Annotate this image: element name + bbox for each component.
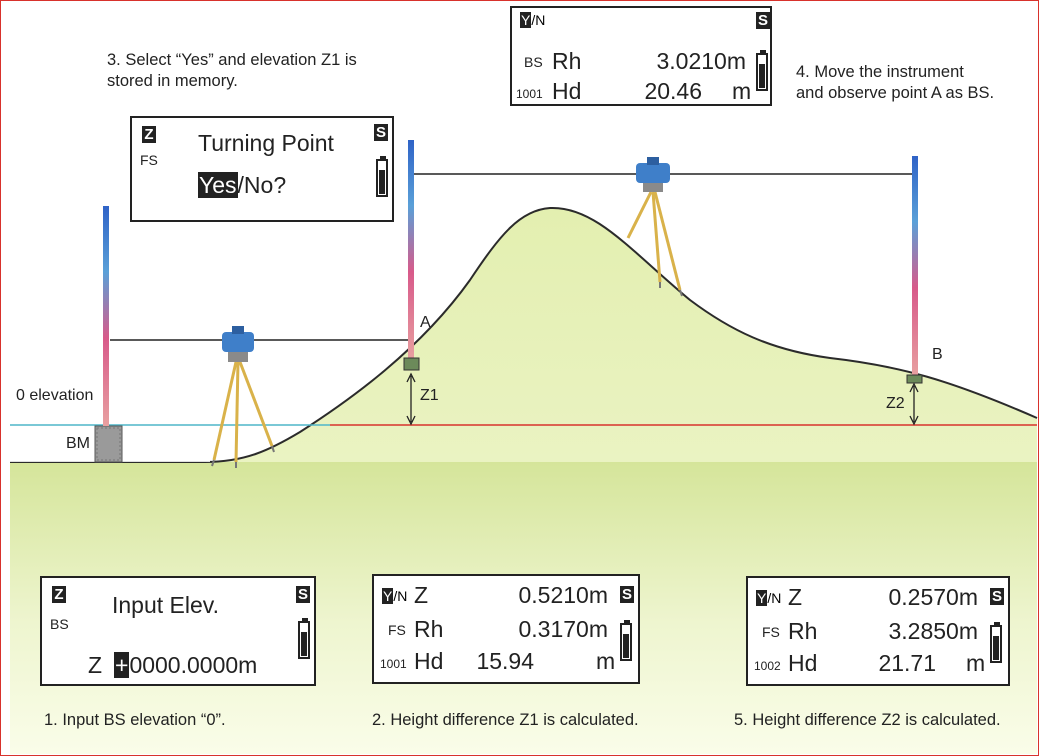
hd-label: Hd [414, 648, 444, 674]
z1-arrow-head-top [406, 372, 416, 383]
bm-block-texture [96, 427, 121, 461]
elevation-value: 0000.0000m [129, 652, 258, 678]
z-label: Z [788, 584, 803, 610]
step-5-caption: 5. Height difference Z2 is calculated. [734, 711, 1001, 729]
point-number: 1001 [516, 87, 543, 101]
hd-value: 20.46 [644, 78, 702, 104]
s-indicator: S [374, 124, 388, 141]
step-2-caption: 2. Height difference Z1 is calculated. [372, 711, 639, 729]
point-b-label: B [932, 346, 943, 363]
battery-icon [298, 618, 310, 662]
zero-elevation-label: 0 elevation [16, 387, 94, 404]
fs-tag: FS [762, 624, 780, 640]
yn-indicator: Y/N [520, 12, 546, 28]
z1-arrow-head-bottom [406, 415, 416, 426]
staff-b [912, 156, 918, 376]
rh-value: 3.0210m [656, 48, 746, 74]
rh-value: 3.2850m [888, 618, 978, 644]
step-3-caption: 3. Select “Yes” and elevation Z1 is stor… [107, 51, 357, 90]
turning-point-title: Turning Point [198, 130, 334, 156]
battery-icon [990, 622, 1002, 666]
battery-icon [620, 620, 632, 664]
hill-outline [10, 206, 1038, 463]
z2-result-panel: Y/N Z 0.2570m S FS Rh 3.2850m 1002 Hd 21… [746, 576, 1010, 686]
staff-a-base [403, 357, 420, 371]
hd-value: 15.94 [476, 648, 534, 674]
rh-label: Rh [788, 618, 818, 644]
z-label: Z [414, 582, 429, 608]
hd-unit: m [596, 648, 616, 674]
staff-a [408, 140, 414, 360]
yes-option[interactable]: Yes [198, 172, 238, 198]
bm-block [94, 425, 123, 463]
staff-b-base [906, 374, 923, 384]
step-4-caption: 4. Move the instrument and observe point… [796, 63, 995, 102]
z-indicator: Z [52, 586, 66, 603]
level-instrument-1 [211, 326, 275, 468]
point-number: 1002 [754, 659, 781, 673]
point-a-label: A [420, 314, 431, 331]
bs-tag: BS [524, 54, 543, 70]
z2-arrow-head-bottom [909, 415, 919, 426]
elevation-input-field[interactable]: +0000.0000m [114, 652, 257, 678]
hill-profile [10, 207, 1037, 462]
sign-cursor[interactable]: + [114, 652, 130, 678]
fs-tag: FS [388, 622, 406, 638]
z-value: 0.2570m [888, 584, 978, 610]
s-indicator: S [990, 588, 1004, 605]
z2-label: Z2 [886, 395, 905, 412]
yes-no-prompt[interactable]: Yes/No? [198, 172, 286, 198]
hd-unit: m [966, 650, 986, 676]
hd-value: 21.71 [878, 650, 936, 676]
rh-value: 0.3170m [518, 616, 608, 642]
staff-bm [103, 206, 109, 426]
s-indicator: S [296, 586, 310, 603]
yn-indicator: Y/N [756, 590, 782, 606]
yn-indicator: Y/N [382, 588, 408, 604]
bs-observation-panel: Y/N S BS Rh 3.0210m 1001 Hd 20.46 m [510, 6, 772, 106]
hd-label: Hd [788, 650, 818, 676]
bs-tag: BS [50, 616, 69, 632]
fs-tag: FS [140, 152, 158, 168]
bm-label: BM [66, 435, 90, 452]
hd-unit: m [732, 78, 752, 104]
input-elevation-panel: Z BS Input Elev. S Z +0000.0000m [40, 576, 316, 686]
step-1-caption: 1. Input BS elevation “0”. [44, 711, 226, 729]
rh-label: Rh [414, 616, 444, 642]
battery-icon [756, 50, 768, 94]
z2-arrow-head-top [909, 382, 919, 393]
z1-label: Z1 [420, 387, 439, 404]
level-instrument-2 [626, 157, 683, 297]
z-input-label: Z [88, 652, 103, 678]
z-indicator: Z [142, 126, 156, 143]
z1-result-panel: Y/N Z 0.5210m S FS Rh 0.3170m 1001 Hd 15… [372, 574, 640, 684]
z-value: 0.5210m [518, 582, 608, 608]
rh-label: Rh [552, 48, 582, 74]
point-number: 1001 [380, 657, 407, 671]
input-elev-title: Input Elev. [112, 592, 219, 618]
s-indicator: S [620, 586, 634, 603]
hd-label: Hd [552, 78, 582, 104]
no-option[interactable]: /No? [237, 172, 287, 198]
turning-point-panel: Z FS Turning Point Yes/No? S [130, 116, 394, 222]
s-indicator: S [756, 12, 770, 29]
battery-icon [376, 156, 388, 200]
